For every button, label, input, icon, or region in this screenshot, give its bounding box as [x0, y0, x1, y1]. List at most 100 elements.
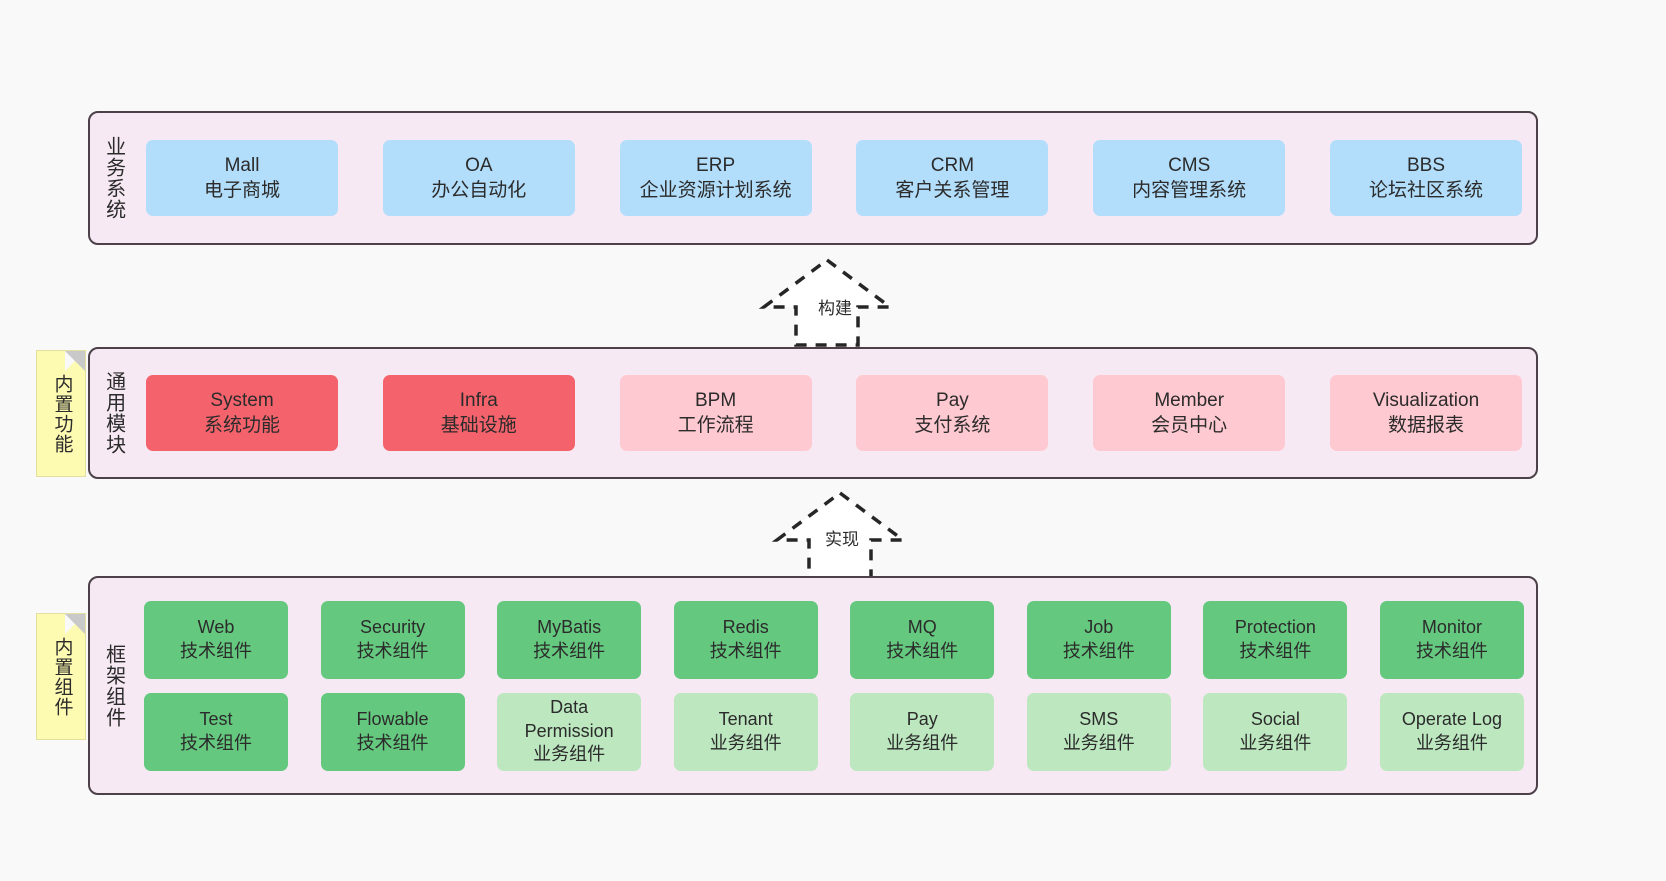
card-mall[interactable]: Mall 电子商城	[146, 140, 338, 216]
card-subtitle: 技术组件	[180, 640, 252, 661]
card-infra[interactable]: Infra 基础设施	[382, 375, 575, 451]
card-subtitle: 客户关系管理	[895, 180, 1010, 201]
note-builtin-components-label: 内置组件	[51, 636, 73, 717]
card-web[interactable]: Web 技术组件	[144, 600, 288, 679]
note-builtin-components[interactable]: 内置组件	[36, 613, 86, 740]
card-subtitle: 技术组件	[1415, 640, 1488, 661]
card-pay-module[interactable]: Pay 支付系统	[856, 375, 1049, 451]
card-security[interactable]: Security 技术组件	[320, 600, 465, 679]
card-subtitle: 数据报表	[1387, 415, 1464, 436]
layer-business-system-title: 业务系统	[102, 136, 125, 220]
card-subtitle: 办公自动化	[431, 180, 527, 201]
card-social[interactable]: Social 业务组件	[1203, 692, 1348, 771]
card-cms[interactable]: CMS 内容管理系统	[1093, 140, 1286, 216]
card-title: Member	[1154, 389, 1225, 411]
card-title: Web	[197, 616, 235, 637]
card-row: Mall 电子商城 OA 办公自动化 ERP 企业资源计划系统 CRM 客户关系…	[136, 140, 1522, 216]
card-erp[interactable]: ERP 企业资源计划系统	[619, 140, 812, 216]
card-title: Monitor	[1421, 616, 1482, 637]
card-subtitle: 技术组件	[1239, 640, 1312, 661]
card-operate-log[interactable]: Operate Log 业务组件	[1379, 692, 1524, 771]
card-title: Data Permission	[524, 696, 614, 741]
card-pay-component[interactable]: Pay 业务组件	[850, 692, 995, 771]
card-subtitle: 业务组件	[1415, 732, 1488, 753]
card-subtitle: 工作流程	[677, 415, 754, 436]
card-title: Social	[1250, 708, 1300, 729]
card-bpm[interactable]: BPM 工作流程	[619, 375, 812, 451]
card-subtitle: 技术组件	[533, 640, 606, 661]
card-subtitle: 技术组件	[1062, 640, 1135, 661]
connector-build	[757, 255, 897, 355]
card-mq[interactable]: MQ 技术组件	[850, 600, 995, 679]
connector-implement	[770, 488, 910, 588]
card-subtitle: 论坛社区系统	[1368, 180, 1483, 201]
card-title: Protection	[1234, 616, 1316, 637]
card-subtitle: 企业资源计划系统	[639, 180, 792, 201]
layer-common-modules[interactable]: 通用模块 System 系统功能 Infra 基础设施 BPM 工作流程 Pay…	[88, 347, 1538, 479]
card-title: Pay	[936, 389, 969, 411]
card-monitor[interactable]: Monitor 技术组件	[1379, 600, 1524, 679]
card-title: CMS	[1168, 154, 1211, 176]
connector-implement-label: 实现	[825, 530, 859, 549]
card-subtitle: 业务组件	[709, 732, 782, 753]
generalization-arrow-up-icon	[758, 257, 896, 347]
card-subtitle: 基础设施	[440, 415, 517, 436]
card-crm[interactable]: CRM 客户关系管理	[856, 140, 1049, 216]
card-subtitle: 技术组件	[356, 640, 429, 661]
card-subtitle: 会员中心	[1151, 415, 1228, 436]
card-flowable[interactable]: Flowable 技术组件	[320, 692, 465, 771]
layer-common-modules-body: System 系统功能 Infra 基础设施 BPM 工作流程 Pay 支付系统…	[136, 349, 1536, 477]
card-title: Operate Log	[1401, 708, 1502, 729]
layer-business-system[interactable]: 业务系统 Mall 电子商城 OA 办公自动化 ERP 企业资源计划系统 CRM…	[88, 111, 1538, 245]
layer-common-modules-title: 通用模块	[102, 371, 125, 455]
card-subtitle: 技术组件	[180, 732, 252, 753]
card-title: BBS	[1406, 154, 1445, 176]
card-title: ERP	[696, 154, 736, 176]
card-subtitle: 技术组件	[356, 732, 429, 753]
card-title: Visualization	[1372, 389, 1480, 411]
card-protection[interactable]: Protection 技术组件	[1203, 600, 1348, 679]
layer-framework-components-title: 框架组件	[102, 643, 125, 728]
card-subtitle: 内容管理系统	[1132, 180, 1247, 201]
card-title: Test	[199, 708, 233, 729]
connector-build-label: 构建	[818, 299, 852, 318]
layer-business-system-body: Mall 电子商城 OA 办公自动化 ERP 企业资源计划系统 CRM 客户关系…	[136, 113, 1536, 243]
card-subtitle: 业务组件	[1239, 732, 1312, 753]
card-job[interactable]: Job 技术组件	[1026, 600, 1171, 679]
card-tenant[interactable]: Tenant 业务组件	[673, 692, 818, 771]
card-subtitle: 电子商城	[203, 180, 280, 201]
card-redis[interactable]: Redis 技术组件	[673, 600, 818, 679]
card-subtitle: 系统功能	[203, 415, 280, 436]
card-title: Flowable	[356, 708, 429, 729]
generalization-arrow-up-icon	[771, 490, 909, 580]
card-row: System 系统功能 Infra 基础设施 BPM 工作流程 Pay 支付系统…	[136, 375, 1522, 451]
card-title: CRM	[930, 154, 975, 176]
layer-framework-components[interactable]: 框架组件 Web 技术组件 Security 技术组件 MyBatis 技术组件…	[88, 576, 1538, 795]
card-title: Tenant	[718, 708, 773, 729]
card-title: Security	[360, 616, 426, 637]
card-member[interactable]: Member 会员中心	[1093, 375, 1286, 451]
layer-framework-components-body: Web 技术组件 Security 技术组件 MyBatis 技术组件 Redi…	[136, 578, 1536, 793]
card-subtitle: 支付系统	[914, 415, 991, 436]
card-test[interactable]: Test 技术组件	[144, 692, 288, 771]
card-data-permission[interactable]: Data Permission 业务组件	[497, 692, 642, 771]
card-subtitle: 业务组件	[886, 732, 959, 753]
card-row: Test 技术组件 Flowable 技术组件 Data Permission …	[136, 692, 1524, 771]
card-title: System	[210, 389, 274, 411]
card-subtitle: 技术组件	[709, 640, 782, 661]
card-subtitle: 业务组件	[1062, 732, 1135, 753]
card-visualization[interactable]: Visualization 数据报表	[1329, 375, 1522, 451]
card-sms[interactable]: SMS 业务组件	[1026, 692, 1171, 771]
card-title: Mall	[224, 154, 260, 176]
note-builtin-features[interactable]: 内置功能	[36, 350, 86, 477]
card-title: SMS	[1079, 708, 1119, 729]
card-row: Web 技术组件 Security 技术组件 MyBatis 技术组件 Redi…	[136, 600, 1524, 679]
card-title: Pay	[906, 708, 938, 729]
card-title: MQ	[907, 616, 937, 637]
card-bbs[interactable]: BBS 论坛社区系统	[1329, 140, 1522, 216]
card-mybatis[interactable]: MyBatis 技术组件	[497, 600, 642, 679]
card-system[interactable]: System 系统功能	[146, 375, 338, 451]
card-subtitle: 业务组件	[533, 744, 606, 765]
card-oa[interactable]: OA 办公自动化	[382, 140, 575, 216]
